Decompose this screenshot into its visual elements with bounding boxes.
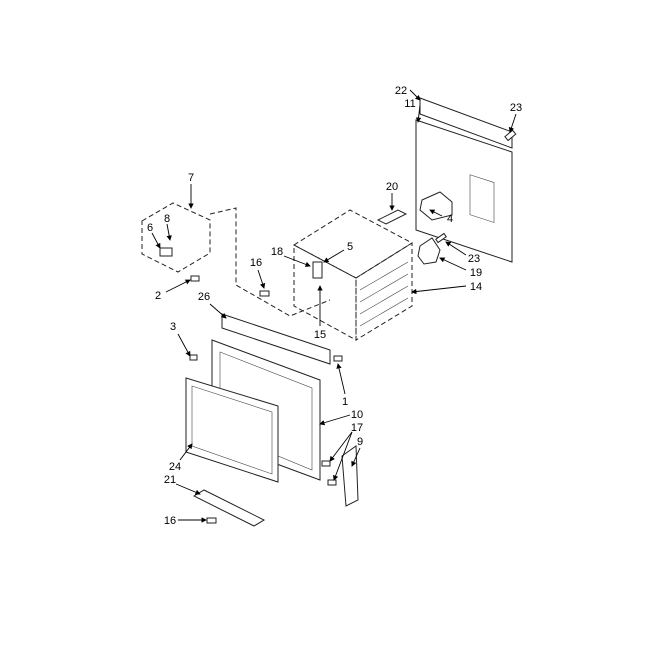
screw — [327, 479, 337, 486]
callout-4: 4 — [447, 213, 453, 225]
callout-19: 19 — [470, 267, 482, 279]
callout-10: 10 — [351, 409, 363, 421]
callout-9: 9 — [357, 436, 363, 448]
control-bracket — [419, 191, 453, 221]
callout-6: 6 — [147, 222, 153, 234]
screw — [206, 517, 217, 524]
front-frame-top — [221, 313, 331, 365]
callout-3: 3 — [170, 321, 176, 333]
screw — [321, 460, 331, 467]
screw — [189, 354, 198, 361]
gasket — [417, 237, 441, 265]
callout-20: 20 — [386, 181, 398, 193]
door-gasket — [185, 377, 279, 483]
screw — [435, 232, 447, 244]
leader-lines — [151, 89, 517, 523]
callout-14: 14 — [470, 281, 482, 293]
callout-11: 11 — [404, 98, 415, 110]
bracket — [376, 209, 408, 225]
callout-15: 15 — [314, 329, 326, 341]
wire-cover — [141, 202, 331, 317]
callout-18: 18 — [271, 246, 283, 258]
callout-7: 7 — [188, 172, 194, 184]
callout-16: 16 — [250, 257, 262, 269]
screw — [190, 275, 200, 282]
callout-23: 23 — [510, 102, 522, 114]
callout-24: 24 — [169, 461, 181, 473]
callout-labels: 22 11 23 20 4 7 8 6 18 5 16 23 19 14 2 2… — [147, 85, 522, 527]
callout-16: 16 — [164, 515, 176, 527]
screw — [259, 290, 270, 297]
oven-cavity — [293, 209, 413, 341]
callout-22: 22 — [395, 85, 407, 97]
callout-5: 5 — [347, 241, 353, 253]
rear-panel — [415, 97, 513, 263]
screw — [333, 355, 343, 362]
callout-8: 8 — [164, 213, 170, 225]
callout-23: 23 — [468, 253, 480, 265]
callout-21: 21 — [164, 474, 176, 486]
callout-17: 17 — [351, 422, 363, 434]
bottom-bracket — [192, 489, 266, 527]
callout-26: 26 — [198, 291, 210, 303]
side-bracket — [341, 445, 359, 507]
callout-1: 1 — [342, 396, 348, 408]
callout-2: 2 — [155, 290, 161, 302]
